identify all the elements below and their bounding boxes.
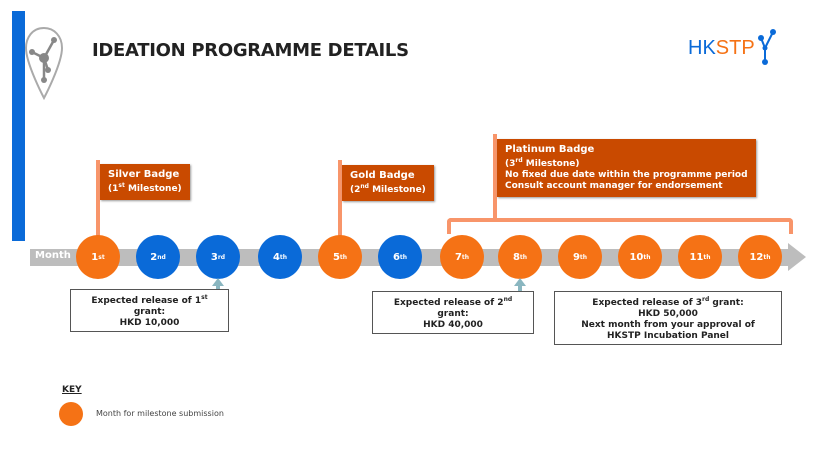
month-suffix: th (519, 253, 528, 261)
month-suffix: rd (217, 253, 226, 261)
arrow-shaft (518, 285, 522, 293)
grant-sup: nd (503, 296, 513, 303)
grant-sup: rd (702, 296, 710, 303)
month-number: 7 (454, 251, 462, 263)
arrow-up-icon (514, 278, 526, 286)
month-suffix: nd (157, 253, 166, 261)
badge-sup: nd (360, 183, 369, 190)
accent-bar (12, 11, 25, 241)
badge-sup: st (118, 182, 125, 189)
month-number: 6 (392, 251, 400, 263)
key-item-label: Month for milestone submission (96, 409, 224, 418)
silver-flagpole (96, 160, 100, 238)
grant-box-3: Expected release of 3rd grant: HKD 50,00… (554, 291, 782, 345)
platinum-badge-flag: Platinum Badge (3rd Milestone) No fixed … (497, 139, 756, 197)
badge-sub: Milestone) (124, 184, 182, 194)
key-milestone-dot (59, 402, 83, 426)
month-number: 2 (150, 251, 158, 263)
grant-text: Expected release of 1 (91, 296, 202, 306)
month-suffix: th (339, 253, 348, 261)
month-suffix: th (579, 253, 588, 261)
badge-note: Consult account manager for endorsement (505, 181, 723, 191)
grant-amount: HKD 50,000 (638, 309, 698, 319)
badge-sub: (2 (350, 185, 361, 195)
grant-text: grant: (709, 298, 744, 308)
badge-sub: Milestone) (522, 159, 580, 169)
silver-badge-flag: Silver Badge (1st Milestone) (100, 164, 190, 200)
network-pin-icon (24, 26, 64, 100)
badge-sub: (3 (505, 159, 516, 169)
grant-text: grant: (133, 307, 166, 317)
platinum-bracket (447, 218, 793, 234)
month-number: 4 (272, 251, 280, 263)
month-suffix: th (643, 253, 651, 261)
grant-sup: st (201, 294, 208, 301)
grant-amount: HKD 10,000 (119, 318, 180, 328)
badge-sub: Milestone) (368, 185, 426, 195)
badge-title: Platinum Badge (505, 144, 595, 155)
badge-sub: (1 (108, 184, 119, 194)
month-number: 11 (689, 251, 704, 263)
month-suffix: th (763, 253, 771, 261)
logo-stp: STP (715, 36, 755, 59)
badge-sup: rd (515, 157, 523, 164)
gold-badge-flag: Gold Badge (2nd Milestone) (342, 165, 434, 201)
month-number: 8 (512, 251, 520, 263)
month-suffix: th (399, 253, 408, 261)
key-title: KEY (62, 385, 82, 395)
timeline-arrowhead (788, 243, 806, 271)
grant-box-1: Expected release of 1st grant: HKD 10,00… (70, 289, 229, 332)
grant-text: Expected release of 2 (393, 298, 504, 308)
gold-flagpole (338, 160, 342, 238)
month-number: 12 (749, 251, 764, 263)
month-number: 10 (629, 251, 644, 263)
page-title: IDEATION PROGRAMME DETAILS (92, 40, 409, 61)
month-suffix: th (703, 253, 711, 261)
month-suffix: th (461, 253, 470, 261)
platinum-flagpole (493, 134, 497, 222)
month-axis-label: Month (35, 250, 71, 261)
grant-box-2: Expected release of 2nd grant: HKD 40,00… (372, 291, 534, 334)
grant-text: Expected release of 3 (592, 298, 703, 308)
logo-hk: HK (688, 36, 716, 59)
grant-amount: HKD 40,000 (423, 320, 483, 330)
badge-title: Gold Badge (350, 170, 415, 181)
molecule-icon (757, 29, 776, 65)
badge-note: No fixed due date within the programme p… (505, 170, 748, 180)
month-number: 3 (210, 251, 218, 263)
arrow-up-icon (212, 278, 224, 286)
month-suffix: st (98, 253, 105, 261)
month-number: 9 (572, 251, 580, 263)
grant-text: grant: (437, 309, 469, 319)
month-number: 1 (91, 251, 99, 263)
month-number: 5 (332, 251, 340, 263)
badge-title: Silver Badge (108, 169, 180, 180)
month-suffix: th (279, 253, 288, 261)
grant-note: Next month from your approval of HKSTP I… (581, 320, 755, 341)
